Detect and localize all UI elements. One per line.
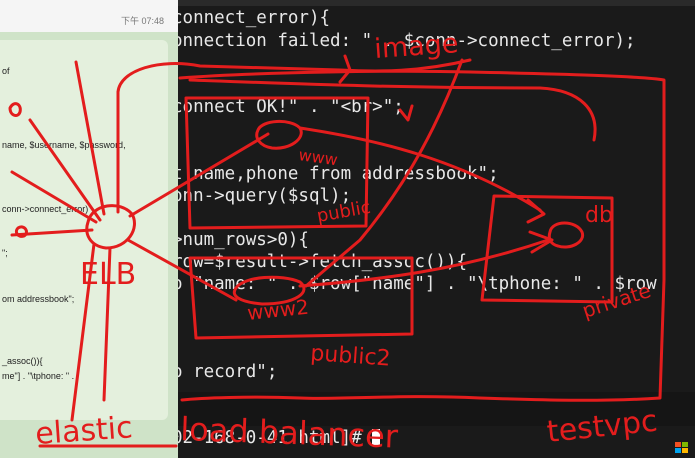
terminal-cursor bbox=[372, 429, 381, 445]
terminal-line: onnection failed: " . $conn->connect_err… bbox=[178, 31, 636, 51]
chat-panel: 下午 07:48 of name, $username, $password, … bbox=[0, 0, 178, 458]
terminal-line: connect OK!" . "<br>"; bbox=[178, 97, 404, 117]
chat-header: 下午 07:48 bbox=[0, 0, 178, 32]
chat-code-line: me"] . "\tphone: " . bbox=[2, 371, 75, 381]
terminal-prompt[interactable]: 02-168-0-41 html]# bbox=[178, 428, 381, 448]
chat-code-line: conn->connect_error) bbox=[2, 204, 89, 214]
chat-code-line: om addressbook"; bbox=[2, 294, 75, 304]
terminal-line: o "name: " . $row["name"] . "\tphone: " … bbox=[178, 274, 657, 294]
windows-logo-icon bbox=[675, 442, 688, 453]
terminal-prompt-text: 02-168-0-41 html]# bbox=[178, 428, 373, 448]
chat-code-line: name, $username, $password, bbox=[2, 140, 126, 150]
terminal-line: >num_rows>0){ bbox=[178, 230, 309, 250]
chat-code-line: _assoc()){ bbox=[2, 356, 43, 366]
chat-code-line: "; bbox=[2, 248, 8, 258]
terminal-titlebar bbox=[178, 0, 695, 6]
terminal-line: o record"; bbox=[178, 362, 278, 382]
terminal-line: t name,phone from addressbook"; bbox=[178, 164, 499, 184]
terminal-line: row=$result->fetch_assoc()){ bbox=[178, 252, 468, 272]
terminal-prompt-area bbox=[178, 392, 695, 426]
message-timestamp: 下午 07:48 bbox=[120, 16, 164, 26]
terminal-line: onn->query($sql); bbox=[178, 186, 352, 206]
terminal-window[interactable]: connect_error){ onnection failed: " . $c… bbox=[178, 0, 695, 458]
chat-message-bubble[interactable]: of name, $username, $password, conn->con… bbox=[0, 40, 168, 420]
chat-code-line: of bbox=[2, 66, 10, 76]
terminal-line: connect_error){ bbox=[178, 8, 331, 28]
